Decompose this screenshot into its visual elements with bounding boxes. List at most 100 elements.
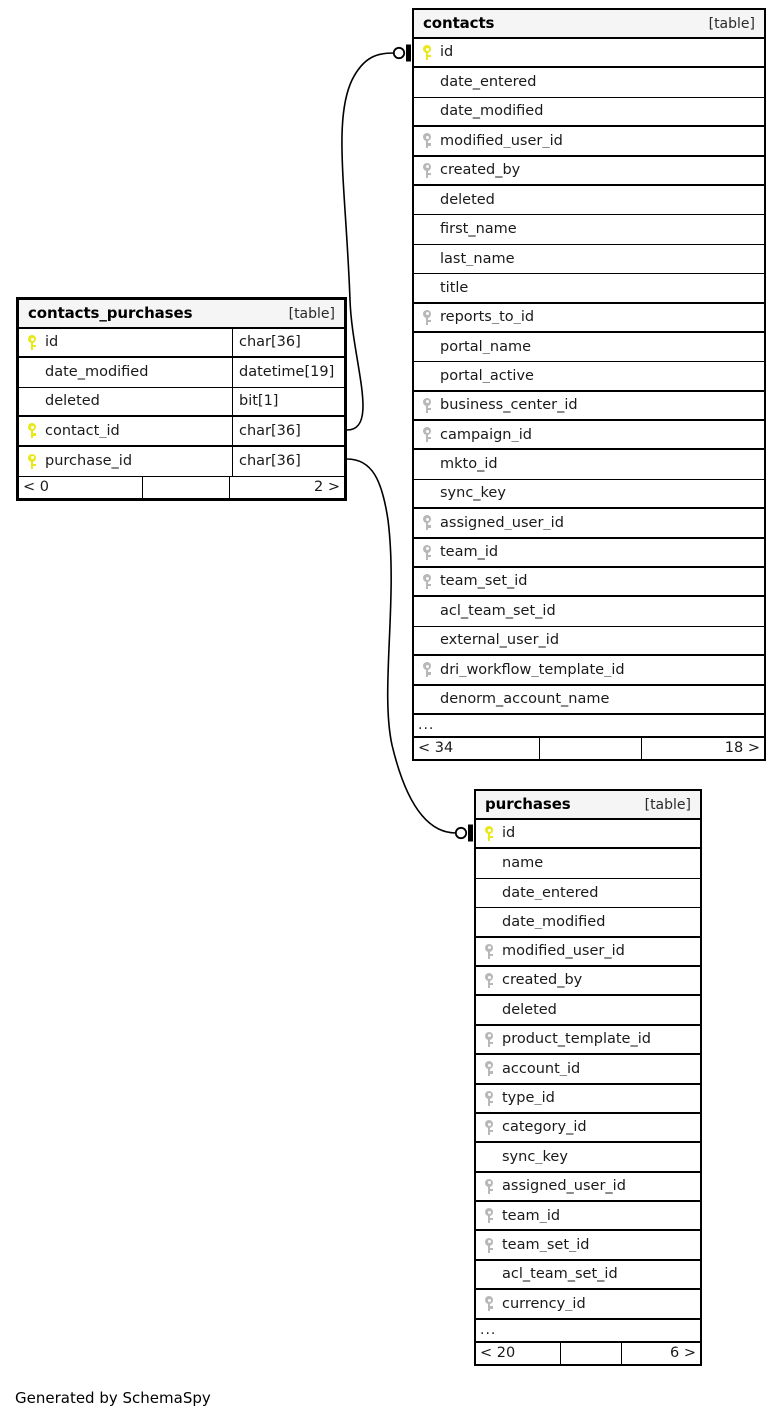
table-row[interactable]: deleted bit[1]: [19, 387, 344, 418]
endpoint-purchases-id: [454, 824, 473, 842]
table-row[interactable]: date_modified datetime[19]: [19, 358, 344, 388]
table-row[interactable]: sync_key: [414, 480, 764, 510]
table-row[interactable]: business_center_id: [414, 392, 764, 422]
more-columns-indicator: ...: [414, 715, 764, 737]
table-row[interactable]: title: [414, 274, 764, 304]
table-title: contacts_purchases: [28, 304, 193, 322]
column-name: date_modified: [502, 914, 606, 930]
table-row[interactable]: external_user_id: [414, 627, 764, 657]
foreign-key-icon: [414, 162, 438, 178]
column-name: team_set_id: [502, 1237, 590, 1253]
primary-key-icon: [19, 423, 43, 439]
column-name: portal_active: [440, 368, 534, 384]
table-row[interactable]: type_id: [476, 1085, 700, 1114]
footer-parents-count[interactable]: < 20: [476, 1342, 562, 1364]
table-contacts[interactable]: contacts [table] id date_entered date_mo…: [412, 8, 766, 761]
table-row[interactable]: portal_active: [414, 362, 764, 392]
foreign-key-icon: [414, 309, 438, 325]
table-row[interactable]: date_entered: [476, 879, 700, 909]
column-name: created_by: [440, 163, 521, 178]
table-row[interactable]: name: [476, 849, 700, 879]
generated-by-caption: Generated by SchemaSpy: [15, 1389, 211, 1407]
foreign-key-icon: [476, 1178, 500, 1194]
table-row[interactable]: contact_id char[36]: [19, 417, 344, 447]
column-name: name: [502, 856, 544, 871]
table-row[interactable]: sync_key: [476, 1143, 700, 1173]
table-row[interactable]: modified_user_id: [414, 127, 764, 157]
column-name: last_name: [440, 251, 515, 267]
table-row[interactable]: team_set_id: [414, 568, 764, 598]
table-row[interactable]: first_name: [414, 215, 764, 245]
table-purchases[interactable]: purchases [table] id name date_entered d…: [474, 789, 702, 1366]
foreign-key-icon: [476, 1237, 500, 1253]
footer-children-count[interactable]: 18 >: [724, 740, 760, 757]
table-row[interactable]: date_modified: [476, 908, 700, 938]
table-row[interactable]: id: [476, 820, 700, 850]
column-name: created_by: [502, 973, 583, 988]
footer-middle: [540, 737, 642, 759]
table-row[interactable]: dri_workflow_template_id: [414, 656, 764, 686]
primary-key-icon: [19, 453, 43, 469]
table-row[interactable]: id: [414, 39, 764, 69]
table-row[interactable]: assigned_user_id: [476, 1173, 700, 1203]
table-row[interactable]: modified_user_id: [476, 938, 700, 967]
column-name: external_user_id: [440, 633, 560, 648]
column-name: acl_team_set_id: [502, 1267, 618, 1282]
column-name: campaign_id: [440, 427, 532, 443]
table-row[interactable]: created_by: [414, 157, 764, 186]
table-row[interactable]: assigned_user_id: [414, 509, 764, 539]
table-row[interactable]: date_entered: [414, 68, 764, 98]
table-row[interactable]: team_id: [476, 1202, 700, 1232]
table-row[interactable]: denorm_account_name: [414, 686, 764, 715]
column-name: deleted: [45, 394, 100, 409]
table-contacts-purchases[interactable]: contacts_purchases [table] id char[36] d…: [16, 297, 347, 501]
table-row[interactable]: campaign_id: [414, 421, 764, 451]
table-row[interactable]: date_modified: [414, 98, 764, 128]
table-row[interactable]: portal_name: [414, 333, 764, 363]
table-kind-label: [table]: [644, 796, 691, 813]
footer-children-count[interactable]: 2 >: [314, 479, 340, 496]
table-title: purchases: [485, 795, 571, 813]
footer-middle: [143, 476, 231, 498]
column-name: id: [440, 45, 454, 60]
column-name: date_modified: [45, 365, 149, 380]
table-row[interactable]: mkto_id: [414, 450, 764, 480]
table-row[interactable]: reports_to_id: [414, 304, 764, 333]
table-row[interactable]: acl_team_set_id: [476, 1261, 700, 1291]
column-name: date_entered: [502, 885, 599, 901]
table-row[interactable]: acl_team_set_id: [414, 597, 764, 627]
primary-key-icon: [414, 45, 438, 61]
column-name: acl_team_set_id: [440, 604, 556, 619]
column-name: team_set_id: [440, 574, 528, 589]
more-columns-indicator: ...: [476, 1320, 700, 1342]
foreign-key-icon: [414, 427, 438, 443]
column-name: title: [440, 280, 469, 296]
table-row[interactable]: purchase_id char[36]: [19, 446, 344, 476]
column-type: char[36]: [232, 329, 344, 357]
footer-parents-count[interactable]: < 0: [19, 476, 143, 498]
foreign-key-icon: [414, 397, 438, 413]
table-row[interactable]: account_id: [476, 1055, 700, 1085]
footer-parents-count[interactable]: < 34: [414, 737, 540, 759]
table-row[interactable]: id char[36]: [19, 329, 344, 359]
column-name: assigned_user_id: [440, 515, 564, 531]
table-row[interactable]: currency_id: [476, 1290, 700, 1320]
table-row[interactable]: product_template_id: [476, 1026, 700, 1056]
table-footer: < 20 6 >: [476, 1341, 700, 1364]
table-row[interactable]: deleted: [476, 996, 700, 1026]
table-row[interactable]: last_name: [414, 245, 764, 275]
column-name: sync_key: [440, 486, 506, 501]
table-row[interactable]: team_id: [414, 539, 764, 569]
foreign-key-icon: [476, 1061, 500, 1077]
column-name: id: [45, 335, 59, 350]
foreign-key-icon: [476, 943, 500, 959]
column-name: team_id: [502, 1208, 561, 1224]
column-name: sync_key: [502, 1149, 568, 1165]
table-row[interactable]: deleted: [414, 186, 764, 216]
primary-key-icon: [476, 826, 500, 842]
table-row[interactable]: created_by: [476, 967, 700, 997]
footer-children-count[interactable]: 6 >: [669, 1344, 696, 1361]
table-row[interactable]: team_set_id: [476, 1231, 700, 1261]
table-row[interactable]: category_id: [476, 1114, 700, 1144]
column-name: contact_id: [45, 423, 120, 439]
